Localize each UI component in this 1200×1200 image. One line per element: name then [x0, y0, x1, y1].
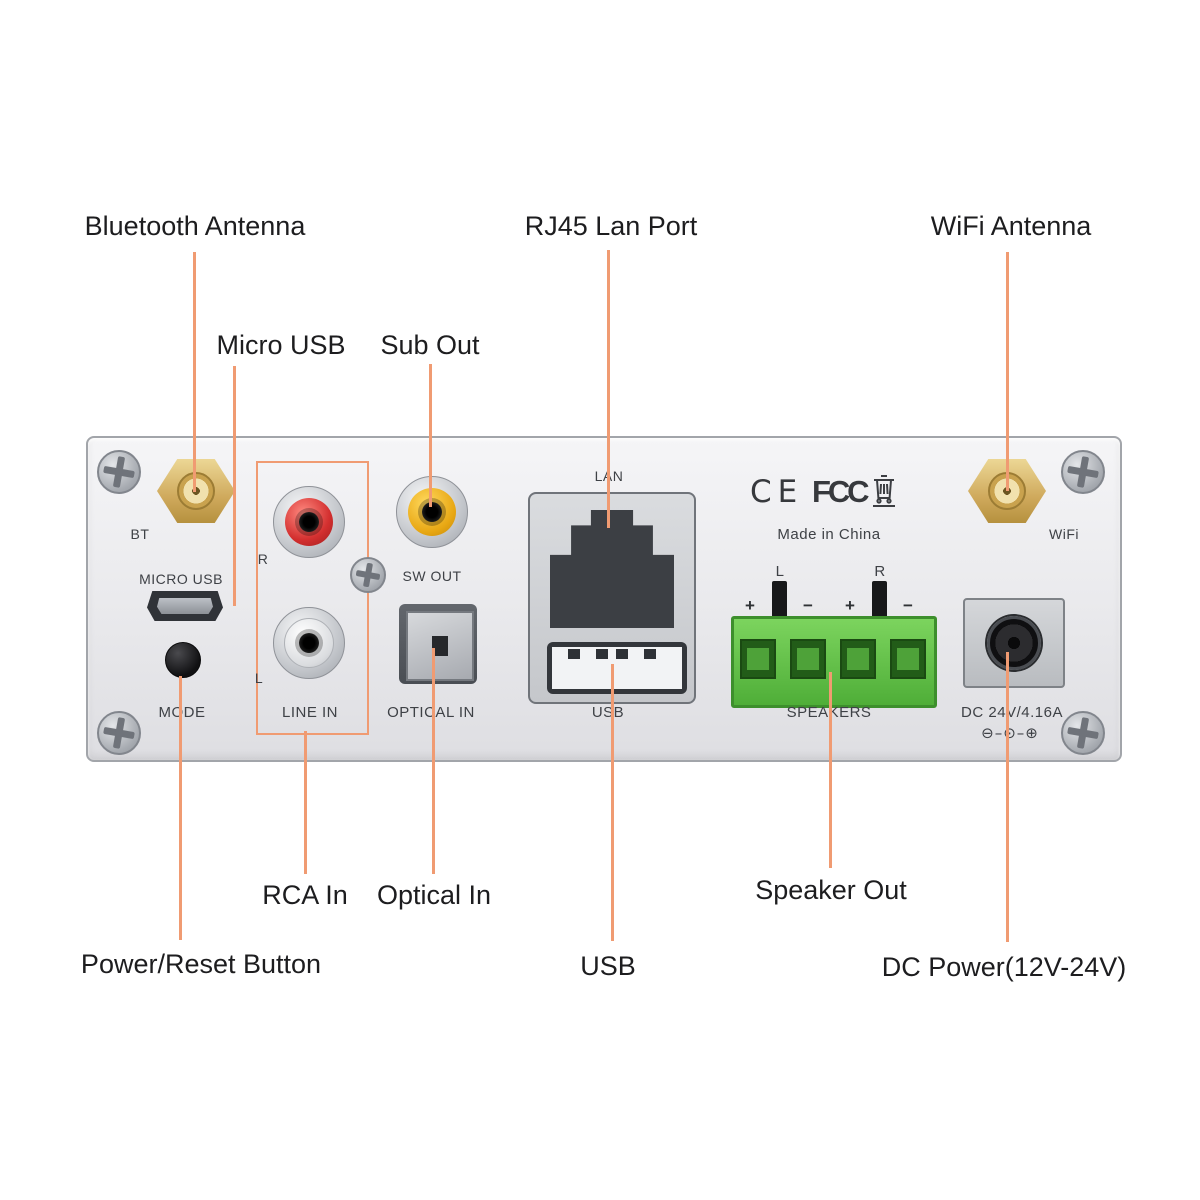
mode-label: MODE	[158, 704, 206, 721]
terminal-screw	[897, 648, 919, 670]
panel-screw-top-left	[97, 450, 141, 494]
callout-line-power-reset	[179, 676, 182, 940]
callout-dc-power: DC Power(12V-24V)	[881, 952, 1127, 982]
rca-red-hole	[299, 512, 319, 532]
callout-line-dc-power	[1006, 652, 1009, 942]
fcc-mark: FCC	[812, 474, 870, 509]
usb-contact	[616, 649, 628, 659]
rca-jack-white	[273, 607, 345, 679]
callout-line-usb	[611, 664, 614, 941]
line-in-label: LINE IN	[281, 704, 339, 721]
optical-hole	[432, 636, 448, 656]
callout-optical-in: Optical In	[376, 880, 492, 910]
sma-center-pin	[177, 472, 215, 510]
speaker-sign-minus-l: −	[803, 596, 813, 615]
rca-yellow-ring	[408, 488, 456, 536]
callout-micro-usb: Micro USB	[216, 330, 346, 360]
callout-line-optical-in	[432, 648, 435, 874]
dc-polarity-symbol: ⊖–⊙–⊕	[981, 724, 1039, 742]
callout-line-wifi	[1006, 252, 1009, 491]
micro-usb-label: MICRO USB	[139, 571, 223, 587]
weee-bin-icon	[873, 475, 895, 507]
rca-jack-yellow-sub-out	[396, 476, 468, 548]
usb-contact	[568, 649, 580, 659]
callout-bluetooth-antenna: Bluetooth Antenna	[84, 211, 306, 241]
mode-button	[165, 642, 201, 678]
callout-rca-in: RCA In	[262, 880, 348, 910]
speaker-sign-plus-r: +	[845, 596, 855, 615]
dc-power-socket	[963, 598, 1065, 688]
callout-line-sub-out	[429, 364, 432, 507]
dc-jack	[987, 616, 1041, 670]
rca-jack-red	[273, 486, 345, 558]
speaker-r-label: R	[874, 563, 886, 580]
speaker-terminal-slot	[740, 639, 776, 679]
usb-tongue	[552, 647, 682, 689]
callout-line-micro-usb	[233, 366, 236, 606]
callout-wifi-antenna: WiFi Antenna	[930, 211, 1092, 241]
dc-rating-label: DC 24V/4.16A	[961, 704, 1063, 721]
rca-yellow-hole	[422, 502, 442, 522]
usb-label: USB	[591, 704, 625, 721]
rca-red-ring	[285, 498, 333, 546]
callout-line-speaker-out	[829, 672, 832, 868]
callout-line-bluetooth	[193, 252, 196, 492]
rca-r-label: R	[257, 551, 269, 567]
sw-out-label: SW OUT	[402, 568, 462, 584]
usb-contact	[596, 649, 608, 659]
made-in-china-label: Made in China	[777, 526, 881, 543]
terminal-screw	[847, 648, 869, 670]
panel-screw-top-right	[1061, 450, 1105, 494]
bt-antenna-connector	[157, 459, 235, 523]
bt-label: BT	[130, 526, 150, 542]
speaker-terminal-block	[731, 616, 937, 708]
callout-power-reset-button: Power/Reset Button	[80, 949, 322, 979]
panel-screw-bottom-right	[1061, 711, 1105, 755]
speaker-sign-minus-r: −	[903, 596, 913, 615]
micro-usb-port	[147, 591, 223, 621]
ce-mark: CE	[750, 474, 804, 510]
callout-line-rj45	[607, 250, 610, 528]
optical-in-label: OPTICAL IN	[387, 704, 475, 721]
callout-speaker-out: Speaker Out	[755, 875, 907, 905]
speaker-terminal-slot	[890, 639, 926, 679]
optical-in-port	[399, 604, 477, 684]
speaker-l-label: L	[775, 563, 785, 580]
terminal-screw	[797, 648, 819, 670]
speakers-label: SPEAKERS	[787, 704, 872, 721]
usb-port	[547, 642, 687, 694]
terminal-screw	[747, 648, 769, 670]
micro-usb-slot	[157, 598, 213, 614]
speaker-terminal-slot	[790, 639, 826, 679]
optical-inner	[406, 611, 474, 681]
rca-white-hole	[299, 633, 319, 653]
rca-white-ring	[284, 618, 334, 668]
rj45-port	[550, 510, 674, 628]
rca-l-label: L	[254, 670, 264, 686]
usb-contact	[644, 649, 656, 659]
callout-usb: USB	[580, 951, 636, 981]
speaker-terminal-slot	[840, 639, 876, 679]
speaker-sign-plus-l: +	[745, 596, 755, 615]
callout-line-rca-in	[304, 731, 307, 874]
callout-rj45-lan-port: RJ45 Lan Port	[524, 211, 698, 241]
callout-sub-out: Sub Out	[380, 330, 480, 360]
line-in-highlight-box	[256, 461, 369, 735]
speaker-pin-left	[772, 581, 787, 619]
wifi-label: WiFi	[1049, 526, 1079, 542]
panel-screw-center	[350, 557, 386, 593]
panel-screw-bottom-left	[97, 711, 141, 755]
speaker-pin-right	[872, 581, 887, 619]
